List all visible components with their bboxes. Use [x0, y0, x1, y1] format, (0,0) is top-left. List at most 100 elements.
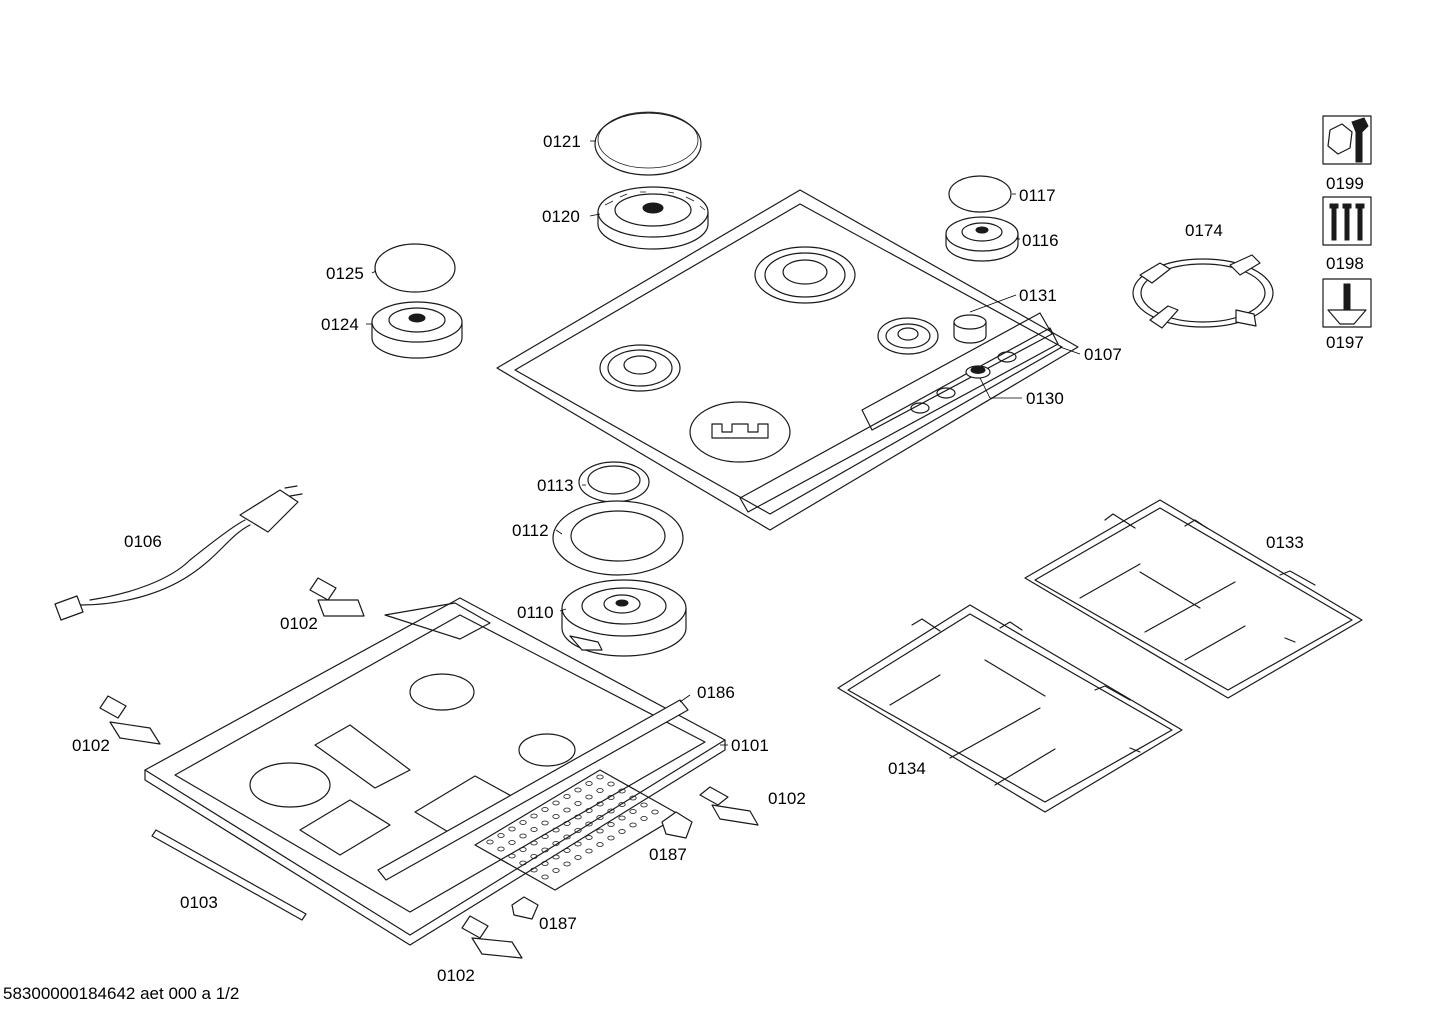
label-0130[interactable]: 0130: [1026, 389, 1064, 408]
burner-cap-medium[interactable]: [374, 243, 456, 293]
burner-crown-medium[interactable]: [371, 301, 463, 359]
sealing-tape[interactable]: [151, 829, 307, 921]
vent-hole: [519, 847, 527, 852]
pan-support-left[interactable]: [837, 604, 1183, 813]
vent-hole: [607, 835, 615, 841]
clip-b[interactable]: [511, 896, 539, 920]
vent-hole: [574, 814, 582, 820]
document-id-footer: 58300000184642 aet 000 a 1/2: [3, 984, 239, 1003]
vent-hole: [596, 774, 604, 780]
vent-hole: [563, 861, 571, 867]
vent-hole: [607, 808, 615, 814]
vent-hole: [519, 860, 527, 866]
vent-hole: [596, 828, 604, 834]
nut-wrench-icon: [1322, 115, 1372, 165]
vent-hole: [563, 821, 571, 826]
hob-base-tray[interactable]: [144, 597, 726, 946]
vent-hole: [541, 820, 549, 826]
label-0174[interactable]: 0174: [1185, 221, 1223, 240]
vent-hole: [508, 853, 516, 859]
vent-hole: [574, 801, 582, 806]
vent-hole: [497, 833, 505, 838]
label-0116[interactable]: 0116: [1022, 231, 1059, 250]
burner-crown-small[interactable]: [945, 216, 1019, 262]
fixing-bracket-bottom[interactable]: [461, 915, 523, 959]
seal-strip[interactable]: [377, 699, 689, 881]
burner-cap-large[interactable]: [594, 111, 702, 176]
label-0120[interactable]: 0120: [542, 207, 580, 226]
vent-hole: [574, 828, 582, 833]
vent-hole: [530, 867, 538, 873]
vent-hole: [585, 794, 593, 800]
label-0197[interactable]: 0197: [1326, 333, 1364, 352]
vent-hole: [541, 874, 549, 880]
vent-hole: [585, 781, 593, 786]
vent-hole: [508, 840, 516, 845]
clip-a[interactable]: [661, 811, 693, 839]
vent-hole: [629, 795, 637, 801]
fixing-bracket-top[interactable]: [309, 577, 365, 617]
vent-hole: [574, 787, 582, 793]
label-0125[interactable]: 0125: [326, 264, 364, 283]
label-0113[interactable]: 0113: [537, 476, 574, 495]
label-0186[interactable]: 0186: [697, 683, 735, 702]
vent-hole: [629, 822, 637, 828]
control-knob[interactable]: [953, 314, 987, 344]
label-0131[interactable]: 0131: [1019, 286, 1057, 305]
label-0101[interactable]: 0101: [731, 736, 769, 755]
vent-hole: [486, 839, 494, 845]
burner-well-wok: [689, 401, 791, 463]
vent-hole: [596, 842, 604, 847]
burner-well-small: [877, 317, 939, 355]
label-0103[interactable]: 0103: [180, 893, 218, 912]
label-0133[interactable]: 0133: [1266, 533, 1304, 552]
wok-outer-ring[interactable]: [552, 500, 684, 576]
vent-hole: [519, 833, 527, 839]
label-0107[interactable]: 0107: [1084, 345, 1122, 364]
vent-hole: [541, 861, 549, 866]
label-0124[interactable]: 0124: [321, 315, 359, 334]
vent-hole: [563, 794, 571, 799]
label-0102-bottom[interactable]: 0102: [437, 966, 475, 985]
label-0102-top[interactable]: 0102: [280, 614, 318, 633]
label-0198[interactable]: 0198: [1326, 254, 1364, 273]
vent-hole: [574, 855, 582, 860]
fixing-bracket-left[interactable]: [99, 695, 161, 745]
label-0134[interactable]: 0134: [888, 759, 926, 778]
vent-hole: [497, 846, 505, 852]
label-0117[interactable]: 0117: [1019, 186, 1056, 205]
knob-cap[interactable]: [965, 365, 991, 379]
vent-hole: [541, 834, 549, 839]
hob-top-panel[interactable]: [496, 189, 1079, 531]
vent-hole: [563, 834, 571, 840]
vent-hole: [552, 868, 560, 873]
wok-burner-body[interactable]: [561, 579, 687, 657]
wok-support-ring[interactable]: [1132, 254, 1274, 329]
screws-icon: [1322, 196, 1372, 246]
label-0187-b[interactable]: 0187: [539, 914, 577, 933]
vent-hole: [585, 835, 593, 840]
pan-support-right[interactable]: [1024, 499, 1363, 699]
label-0102-left[interactable]: 0102: [72, 736, 110, 755]
label-0106[interactable]: 0106: [124, 532, 162, 551]
burner-well-large: [754, 246, 856, 304]
label-0110[interactable]: 0110: [517, 603, 554, 622]
label-0102-right[interactable]: 0102: [768, 789, 806, 808]
vent-hole: [519, 820, 527, 825]
vent-hole: [640, 802, 648, 808]
label-0112[interactable]: 0112: [512, 521, 549, 540]
vent-hole: [607, 795, 615, 800]
vent-hole: [530, 813, 538, 819]
label-0199[interactable]: 0199: [1326, 174, 1364, 193]
burner-crown-large[interactable]: [597, 186, 709, 250]
vent-hole: [585, 848, 593, 854]
fixing-bracket-right[interactable]: [699, 786, 759, 826]
vent-hole: [640, 816, 648, 821]
burner-cap-small[interactable]: [948, 175, 1012, 213]
vent-hole: [574, 841, 582, 847]
label-0187-a[interactable]: 0187: [649, 845, 687, 864]
power-cable[interactable]: [54, 485, 303, 621]
wok-inner-ring[interactable]: [578, 461, 650, 503]
label-0121[interactable]: 0121: [543, 132, 581, 151]
